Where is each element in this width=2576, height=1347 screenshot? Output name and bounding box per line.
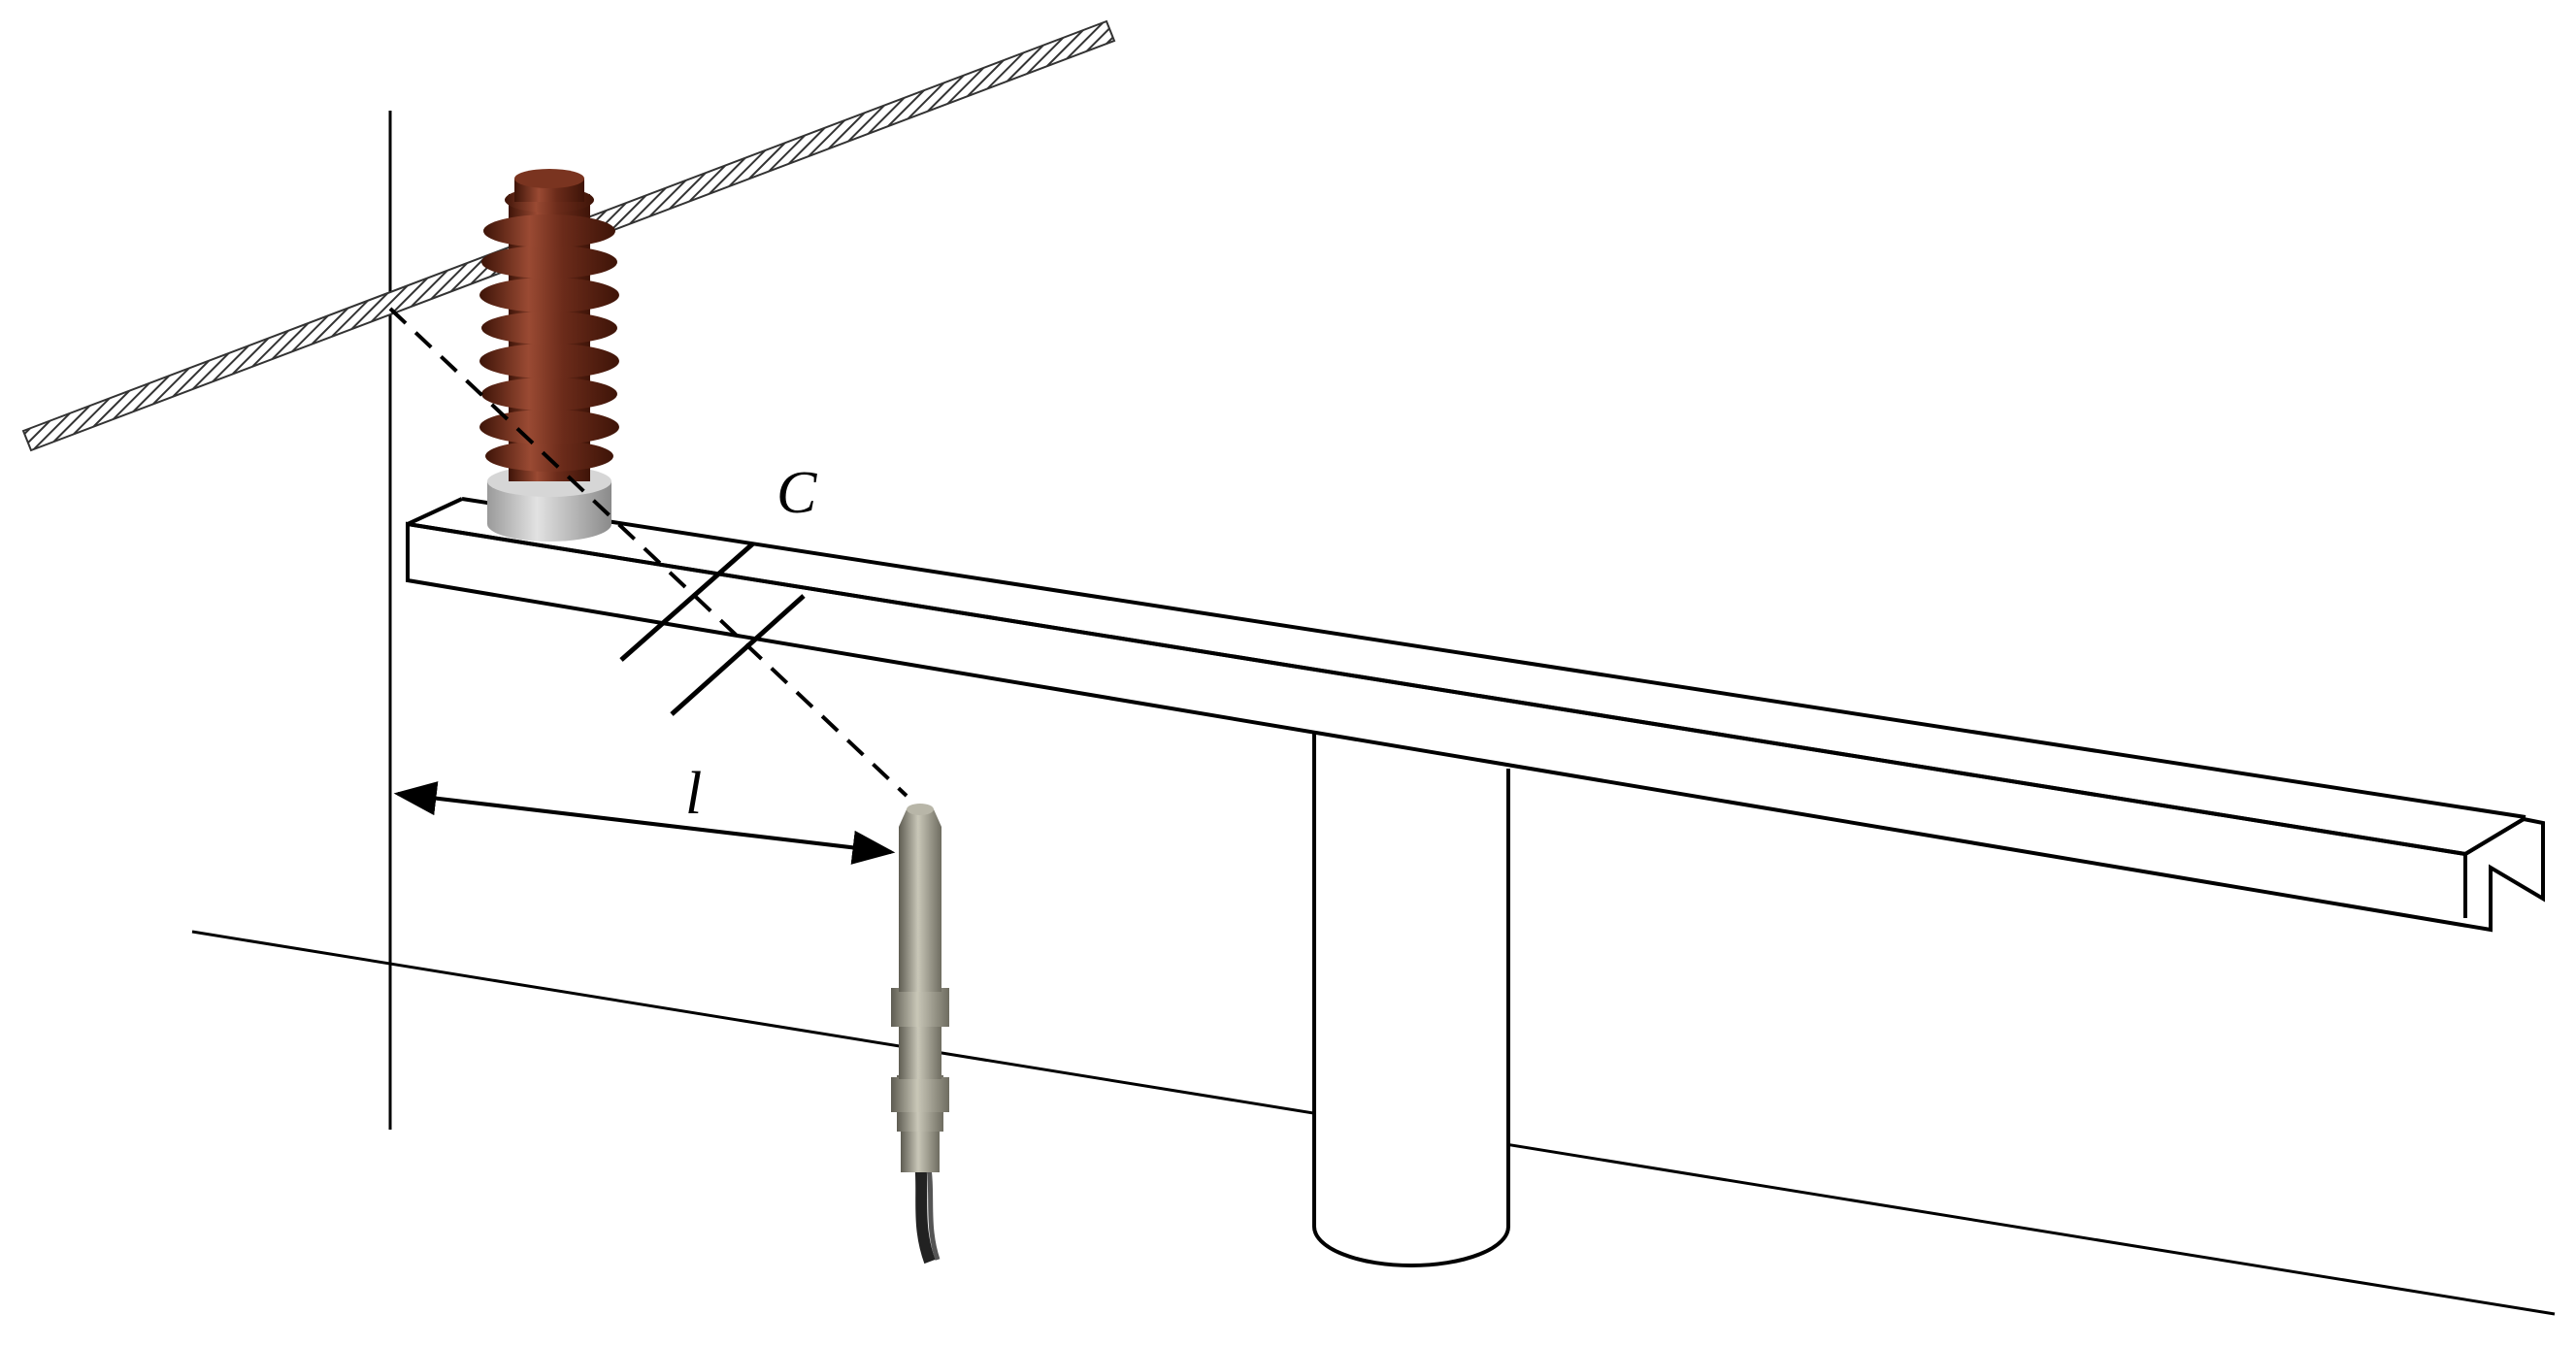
capacitance-label: C [776,460,817,526]
coupling-path-dashed [388,307,908,798]
capacitor-icon [619,542,806,716]
distance-label: l [685,761,702,827]
porcelain-insulator-icon [479,169,619,542]
crossarm [406,497,2545,933]
pole [1312,734,1510,1267]
sensor-probe-icon [891,804,949,1265]
double-arrow-icon [393,781,896,865]
